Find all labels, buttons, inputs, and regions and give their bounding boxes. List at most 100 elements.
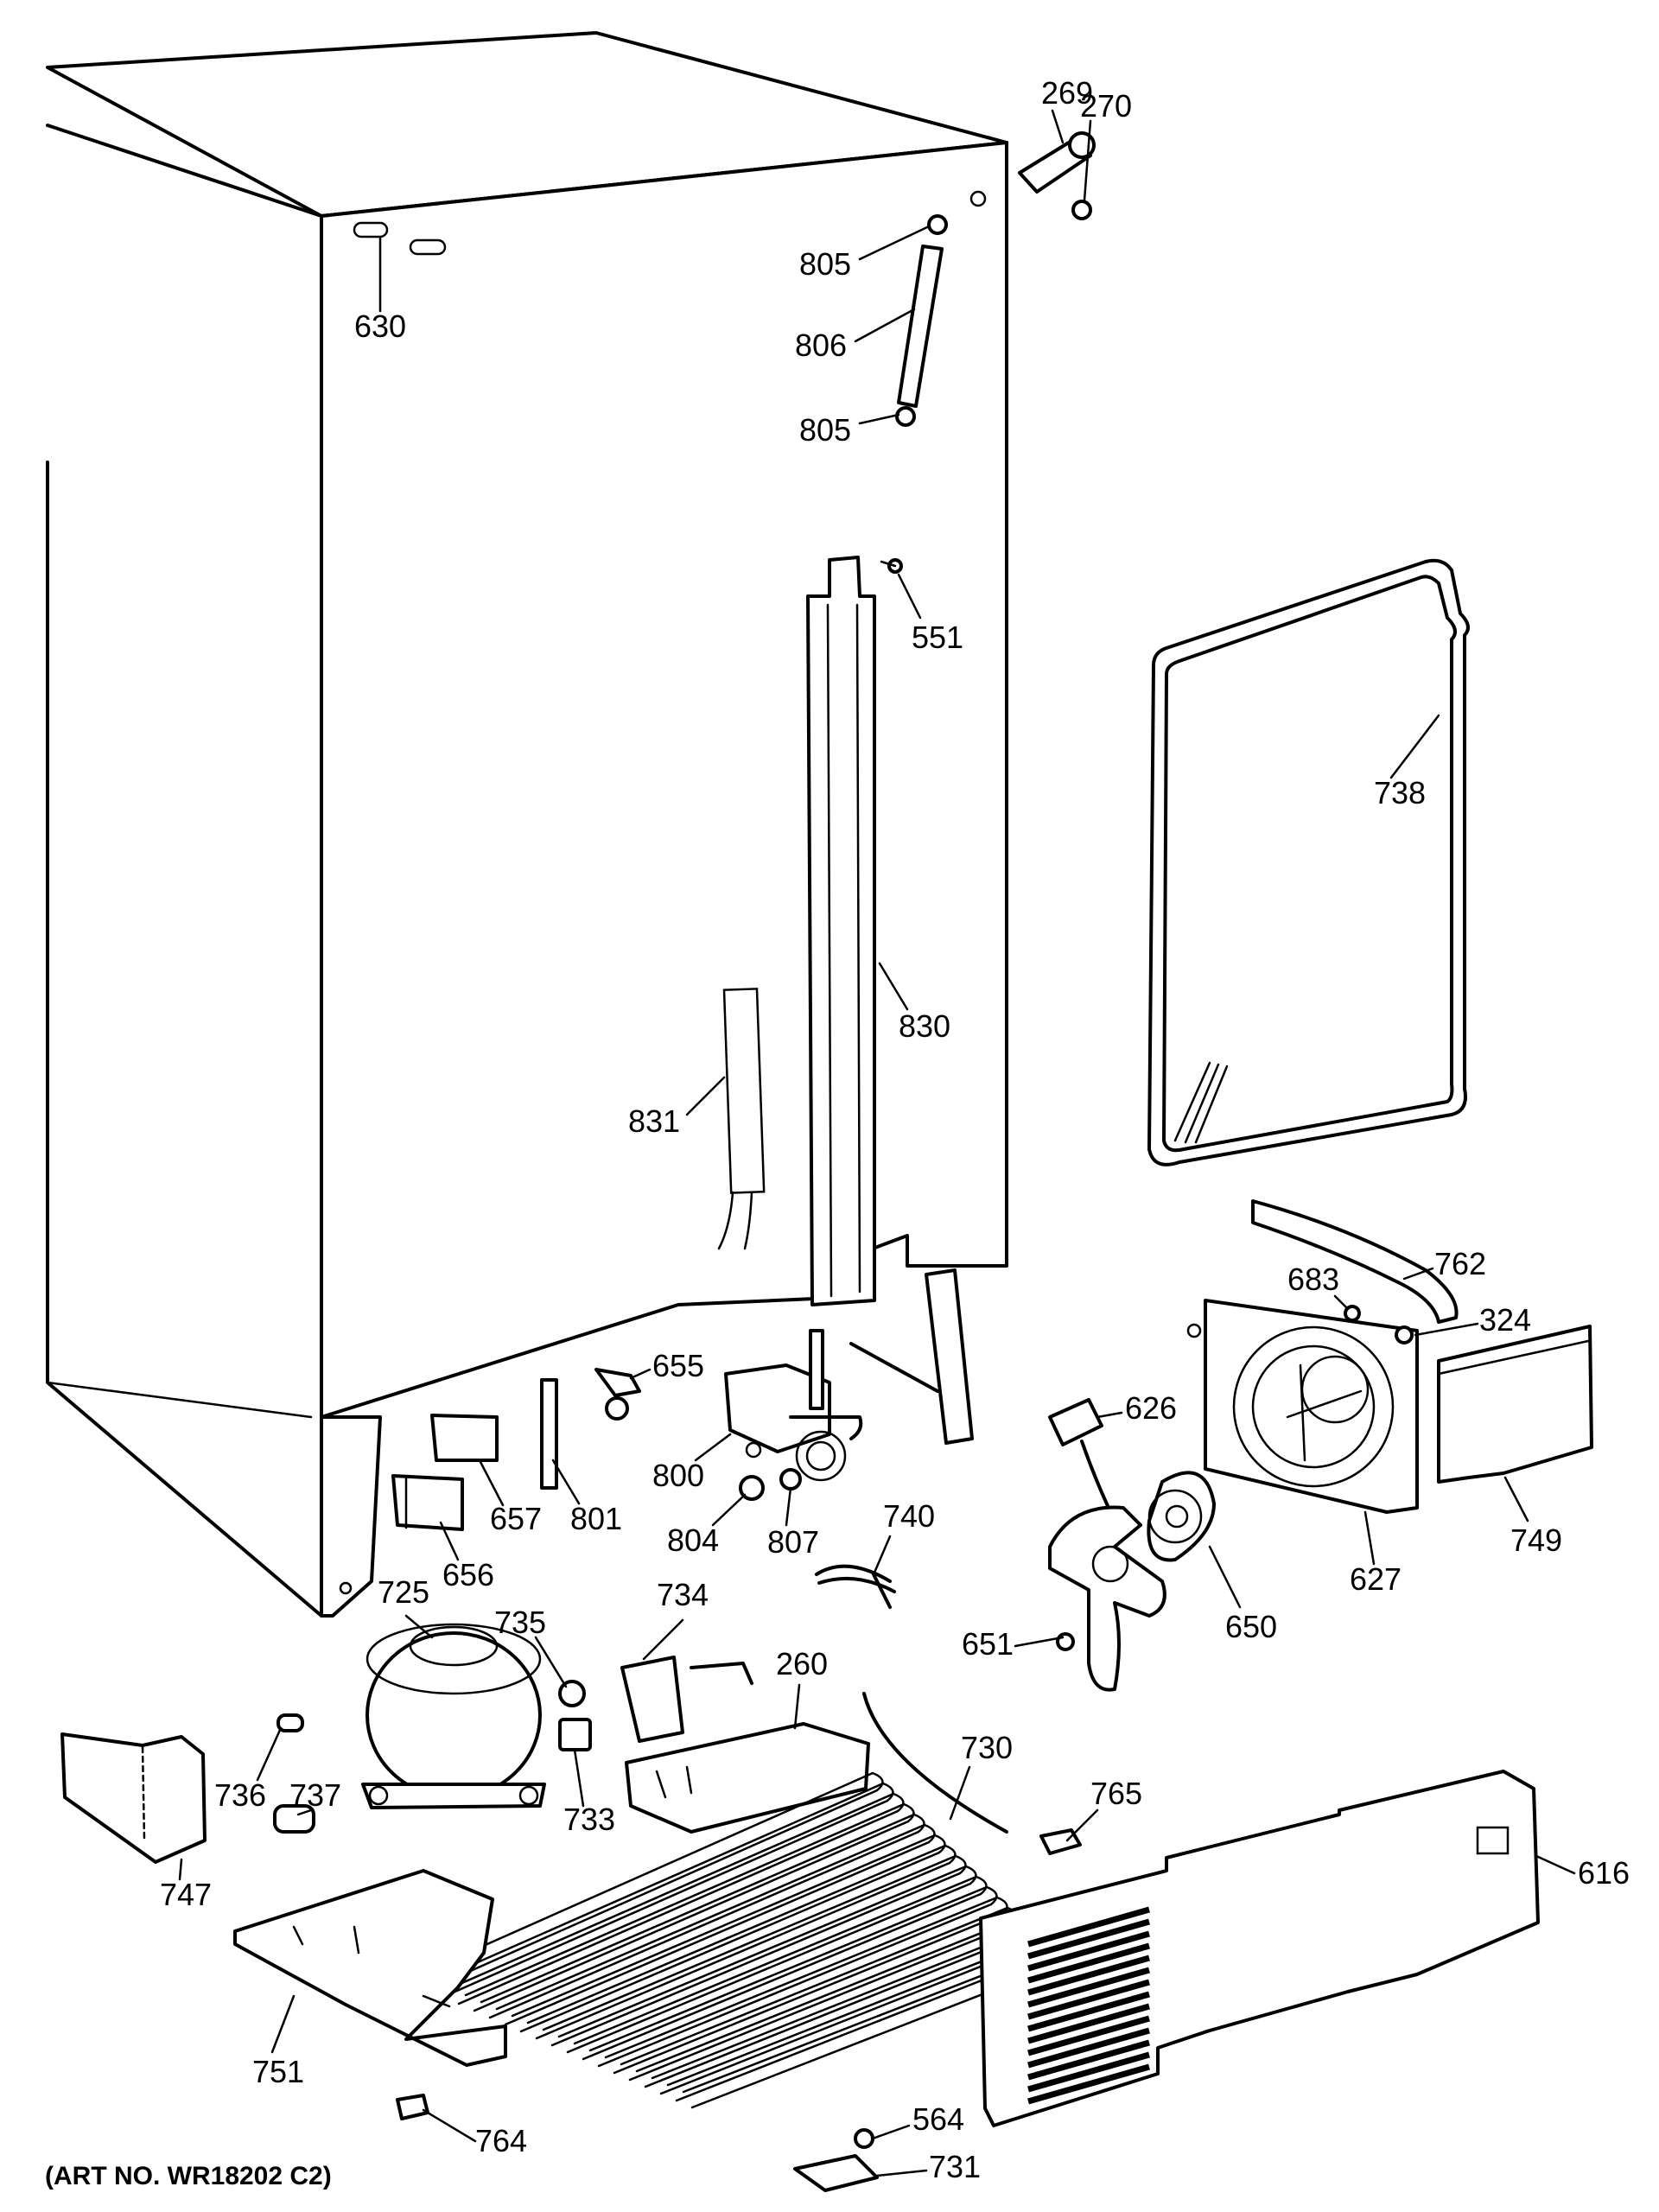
callout-762: 762 <box>1434 1246 1486 1281</box>
callout-labels: 2692706308058068055517388308317626833246… <box>160 75 1630 2184</box>
coil-tube <box>433 1782 894 1999</box>
leader-725 <box>404 1614 434 1639</box>
leader-551 <box>897 573 922 620</box>
leader-749 <box>1503 1476 1529 1522</box>
callout-807: 807 <box>767 1524 819 1560</box>
callout-801: 801 <box>570 1501 622 1536</box>
callout-800: 800 <box>652 1458 704 1493</box>
grill-slot <box>1027 1991 1150 2032</box>
callout-765: 765 <box>1090 1776 1142 1811</box>
grill-slot <box>1027 1967 1150 2008</box>
screws-683-324 <box>1344 1305 1414 1344</box>
grill-slot <box>1027 2063 1150 2105</box>
leader-805b <box>858 413 900 425</box>
callout-830: 830 <box>899 1008 950 1044</box>
callout-805a: 805 <box>799 246 851 282</box>
grill-slot <box>1027 1918 1150 1960</box>
callout-738: 738 <box>1374 775 1426 810</box>
callout-270: 270 <box>1080 88 1132 124</box>
air-duct <box>1251 1199 1459 1324</box>
coil-tube <box>526 1844 957 2040</box>
small-parts <box>540 1368 896 1609</box>
callout-651: 651 <box>962 1626 1014 1662</box>
callout-650: 650 <box>1225 1609 1277 1644</box>
grill-slot <box>1027 1979 1150 2020</box>
coil-tube <box>511 1834 946 2033</box>
callout-leaders <box>178 109 1576 2177</box>
leader-656 <box>439 1521 460 1561</box>
screw-551 <box>880 558 903 574</box>
leader-731 <box>875 2169 928 2177</box>
coil-tube <box>448 1792 905 2005</box>
callout-737: 737 <box>289 1777 341 1813</box>
leader-736 <box>256 1726 283 1782</box>
grill-slot <box>1027 1942 1150 1984</box>
callout-805b: 805 <box>799 412 851 448</box>
callout-764: 764 <box>475 2123 527 2158</box>
mounting-brackets <box>391 1414 499 1531</box>
grill-slot <box>1027 2051 1150 2093</box>
callout-831: 831 <box>628 1103 680 1139</box>
callout-324: 324 <box>1479 1302 1531 1338</box>
leader-735 <box>534 1636 568 1688</box>
leader-747 <box>178 1858 183 1881</box>
access-cover <box>1437 1325 1593 1484</box>
compressor <box>361 1623 546 1809</box>
leader-734 <box>642 1618 684 1661</box>
coil-tube <box>480 1813 925 2019</box>
grill-slot <box>1027 2003 1150 2044</box>
leader-655 <box>629 1368 652 1380</box>
callout-269: 269 <box>1041 75 1093 111</box>
callout-731: 731 <box>929 2149 981 2184</box>
callout-551: 551 <box>912 620 963 655</box>
leader-800 <box>694 1433 732 1462</box>
hinge-pin <box>1018 131 1096 220</box>
leader-764 <box>422 2108 477 2143</box>
water-valve <box>724 1329 863 1482</box>
art-number-caption: (ART NO. WR18202 C2) <box>45 2162 332 2190</box>
terminal-cover <box>60 1732 207 1864</box>
coil-tube <box>542 1854 967 2047</box>
callout-655: 655 <box>652 1348 704 1383</box>
fan-blade <box>1048 1505 1166 1692</box>
clips-and-screws <box>396 1828 1082 2192</box>
callout-616: 616 <box>1578 1855 1630 1891</box>
grill-slot <box>1027 1906 1150 1948</box>
callout-740: 740 <box>883 1498 935 1534</box>
callout-804: 804 <box>667 1522 719 1558</box>
condenser-base <box>233 1869 507 2067</box>
leader-324 <box>1414 1322 1479 1337</box>
grill-slot <box>1027 2015 1150 2056</box>
grill-slot <box>1027 2039 1150 2081</box>
leader-807 <box>785 1486 792 1527</box>
callout-735: 735 <box>494 1605 546 1640</box>
drain-pan <box>625 1722 870 1834</box>
leader-804 <box>711 1493 747 1527</box>
leader-616 <box>1535 1854 1576 1875</box>
leader-740 <box>873 1535 892 1574</box>
leader-269 <box>1051 109 1065 144</box>
callout-806: 806 <box>795 327 847 363</box>
leader-830 <box>878 962 909 1011</box>
leader-801 <box>551 1459 581 1505</box>
leader-831 <box>685 1076 726 1116</box>
leader-730 <box>949 1765 971 1821</box>
coil-tube <box>464 1802 915 2012</box>
callout-626: 626 <box>1125 1390 1177 1426</box>
leader-651 <box>1014 1636 1065 1648</box>
leader-737 <box>296 1808 313 1816</box>
leader-738 <box>1389 714 1440 779</box>
fan-motor <box>1147 1471 1216 1562</box>
leader-564 <box>871 2124 911 2140</box>
callout-734: 734 <box>657 1577 709 1612</box>
callout-657: 657 <box>490 1501 542 1536</box>
callout-627: 627 <box>1350 1561 1402 1597</box>
leader-260 <box>793 1683 801 1730</box>
water-tube-assembly <box>895 214 948 427</box>
door-gasket <box>1147 558 1470 1166</box>
grommets <box>273 1713 315 1834</box>
callout-733: 733 <box>563 1802 615 1837</box>
grill-slot <box>1027 1955 1150 1996</box>
grill-slot <box>1027 2027 1150 2069</box>
